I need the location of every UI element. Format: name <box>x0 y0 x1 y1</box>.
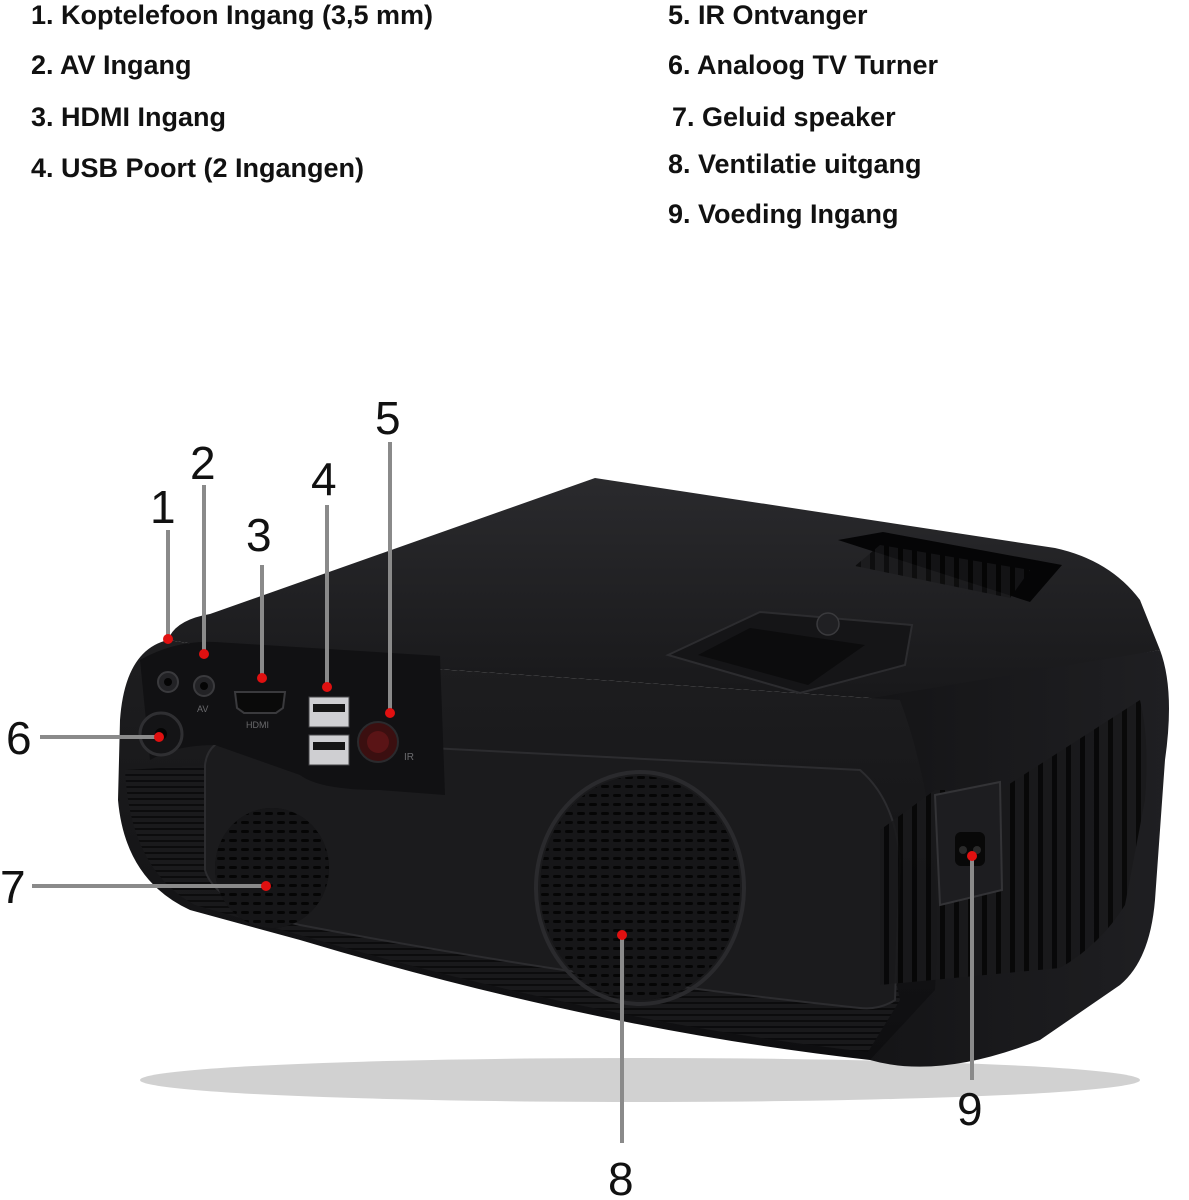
av-port-label: AV <box>197 704 208 714</box>
callout-5: 5 <box>375 392 401 444</box>
hdmi-port-label: HDMI <box>246 720 269 730</box>
marker-7 <box>261 881 271 891</box>
callout-6: 6 <box>6 712 32 764</box>
marker-5 <box>385 708 395 718</box>
legend-item-7: 7. Geluid speaker <box>672 102 896 132</box>
legend-item-5: 5. IR Ontvanger <box>668 0 868 30</box>
legend-item-4: 4. USB Poort (2 Ingangen) <box>31 153 365 183</box>
callout-9: 9 <box>957 1083 983 1135</box>
vent-grille-8 <box>534 770 746 1006</box>
legend-item-1: 1. Koptelefoon Ingang (3,5 mm) <box>31 0 434 30</box>
marker-4 <box>322 682 332 692</box>
callout-3: 3 <box>246 509 272 561</box>
callout-8: 8 <box>608 1153 634 1200</box>
marker-6 <box>154 732 164 742</box>
callout-2: 2 <box>190 437 216 489</box>
headphone-port <box>157 671 179 693</box>
leader-lines <box>32 442 974 1143</box>
marker-9 <box>967 851 977 861</box>
usb-ports <box>308 696 350 766</box>
legend-item-6: 6. Analoog TV Turner <box>668 50 939 80</box>
callout-4: 4 <box>311 453 337 505</box>
legend-item-2: 2. AV Ingang <box>31 50 192 80</box>
marker-2 <box>199 649 209 659</box>
marker-8 <box>617 930 627 940</box>
legend-item-3: 3. HDMI Ingang <box>31 102 226 132</box>
callout-7: 7 <box>0 861 26 913</box>
ir-receiver-label: IR <box>404 752 414 763</box>
speaker-grille-7 <box>215 808 329 928</box>
av-port: AV <box>193 675 215 714</box>
markers <box>154 634 977 940</box>
ir-receiver: IR <box>357 721 414 763</box>
marker-3 <box>257 673 267 683</box>
hdmi-port: HDMI <box>233 691 287 730</box>
marker-1 <box>163 634 173 644</box>
callout-1: 1 <box>150 481 176 533</box>
legend-item-8: 8. Ventilatie uitgang <box>668 149 922 179</box>
legend-item-9: 9. Voeding Ingang <box>668 199 899 229</box>
